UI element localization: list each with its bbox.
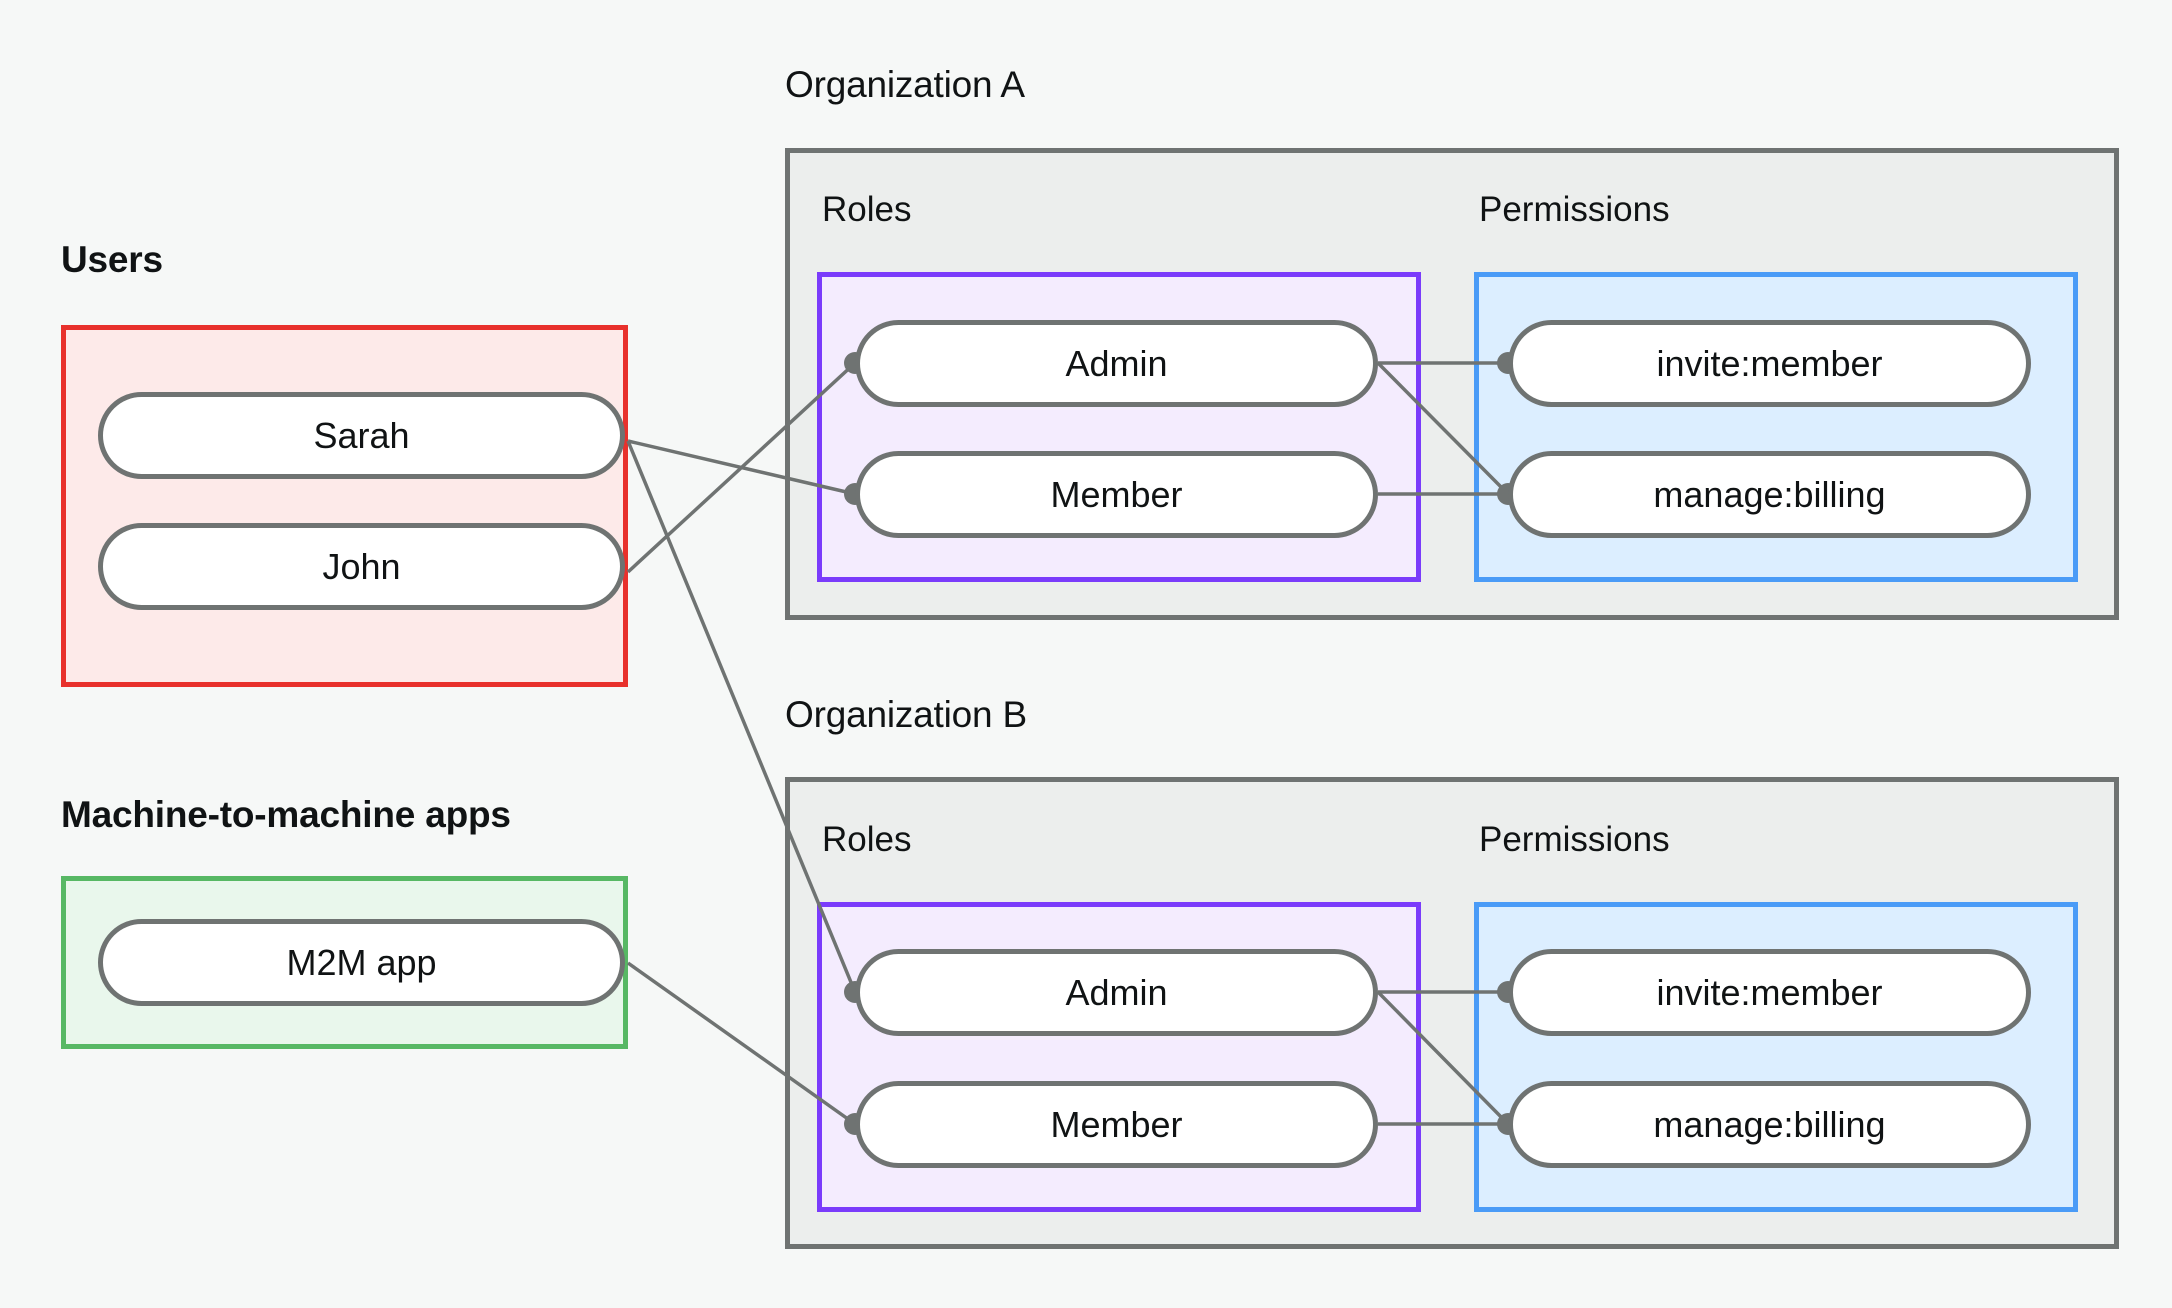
org-b-perm-pill-invite-member-label: invite:member — [1656, 971, 1883, 1013]
users-section-title: Users — [61, 239, 163, 280]
org-a-title: Organization A — [785, 64, 1025, 105]
org-b-role-pill-member[interactable]: Member — [855, 1081, 1378, 1168]
user-pill-john-label: John — [322, 545, 401, 587]
org-b-title: Organization B — [785, 694, 1027, 735]
org-b-permissions-label: Permissions — [1479, 820, 1670, 859]
org-b-perm-pill-manage-billing[interactable]: manage:billing — [1508, 1081, 2031, 1168]
user-pill-sarah[interactable]: Sarah — [98, 392, 625, 479]
user-pill-john[interactable]: John — [98, 523, 625, 610]
m2m-pill-app-label: M2M app — [286, 941, 437, 983]
user-pill-sarah-label: Sarah — [313, 414, 410, 456]
org-b-role-pill-member-label: Member — [1050, 1103, 1183, 1145]
org-a-permissions-label: Permissions — [1479, 190, 1670, 229]
org-a-role-pill-member-label: Member — [1050, 473, 1183, 515]
m2m-section-title: Machine-to-machine apps — [61, 794, 511, 835]
org-a-perm-pill-invite-member-label: invite:member — [1656, 342, 1883, 384]
org-b-perm-pill-manage-billing-label: manage:billing — [1653, 1103, 1886, 1145]
m2m-pill-app[interactable]: M2M app — [98, 919, 625, 1006]
org-a-role-pill-admin[interactable]: Admin — [855, 320, 1378, 407]
org-a-roles-label: Roles — [822, 190, 912, 229]
org-a-perm-pill-invite-member[interactable]: invite:member — [1508, 320, 2031, 407]
users-group-box — [61, 325, 628, 687]
org-b-perm-pill-invite-member[interactable]: invite:member — [1508, 949, 2031, 1036]
org-a-role-pill-member[interactable]: Member — [855, 451, 1378, 538]
org-a-perm-pill-manage-billing[interactable]: manage:billing — [1508, 451, 2031, 538]
org-b-roles-label: Roles — [822, 820, 912, 859]
org-a-perm-pill-manage-billing-label: manage:billing — [1653, 473, 1886, 515]
org-b-role-pill-admin-label: Admin — [1065, 971, 1168, 1013]
org-a-role-pill-admin-label: Admin — [1065, 342, 1168, 384]
org-b-role-pill-admin[interactable]: Admin — [855, 949, 1378, 1036]
